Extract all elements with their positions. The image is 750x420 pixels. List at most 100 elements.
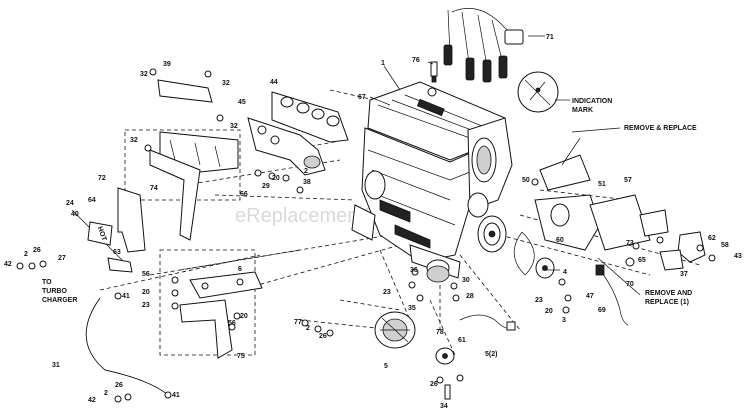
callout-28: 28 [466,293,474,300]
callout-23c: 23 [535,297,543,304]
callout-78: 78 [436,329,444,336]
callout-32b: 32 [222,80,230,87]
callout-70: 70 [626,281,634,288]
callout-20a: 20 [272,175,280,182]
exhaust-manifold [247,91,349,176]
callout-43: 43 [734,253,742,260]
callout-32c: 32 [230,123,238,130]
timing-brackets [534,154,669,251]
callout-66: 66 [240,191,248,198]
callout-23b: 23 [383,289,391,296]
callout-5a: 5 [384,363,388,370]
callout-60: 60 [556,237,564,244]
callout-72: 72 [98,175,106,182]
callout-31: 31 [52,362,60,369]
callout-2a: 2 [304,168,308,175]
drive-belt [513,231,535,276]
thermostat-housing [659,231,706,271]
turbo-label-3: CHARGER [42,297,77,304]
heat-shields [149,79,239,241]
indication-mark-detail [517,71,570,113]
fasteners [16,68,716,403]
callout-57: 57 [624,177,632,184]
callout-35: 35 [408,305,416,312]
remove-replace-label: REMOVE & REPLACE [624,125,697,132]
idler-pulley [435,347,455,365]
callout-32a: 32 [140,71,148,78]
ignition-wire-set [443,8,524,83]
callout-61: 61 [458,337,466,344]
callout-26b: 26 [319,333,327,340]
spark-plug [430,61,438,83]
callout-3: 3 [562,317,566,324]
callout-42a: 42 [4,261,12,268]
callout-20c: 20 [240,313,248,320]
callout-29: 29 [262,183,270,190]
remove-replace-1-label-b: REPLACE (1) [645,299,689,306]
idler-bracket [535,257,555,279]
callout-20d: 20 [545,308,553,315]
callout-44: 44 [270,79,278,86]
callout-63: 63 [113,249,121,256]
oxygen-sensor [595,257,635,326]
callout-27: 27 [58,255,66,262]
callout-26c: 26 [115,382,123,389]
callout-64: 64 [88,197,96,204]
callout-69: 69 [598,307,606,314]
callout-40: 40 [71,211,79,218]
turbo-oil-line [85,297,169,396]
callout-41b: 41 [172,392,180,399]
callout-65: 65 [638,257,646,264]
callout-47: 47 [586,293,594,300]
callout-30: 30 [462,277,470,284]
callout-50: 50 [522,177,530,184]
callout-26a: 26 [33,247,41,254]
callout-76: 76 [412,57,420,64]
callout-23a: 23 [142,302,150,309]
callout-numbers: 1 76 71 67 39 32 32 32 32 44 45 2 74 66 … [4,34,742,410]
callout-39: 39 [163,61,171,68]
callout-36: 36 [410,267,418,274]
callout-75: 75 [237,353,245,360]
callout-5b: 5(2) [485,351,497,358]
sensor-harness [459,314,516,331]
indication-mark-label-2: MARK [572,107,593,114]
callout-56b: 56 [228,320,236,327]
remove-replace-1-label-a: REMOVE AND [645,290,692,297]
callout-34: 34 [440,403,448,410]
callout-2c: 2 [306,325,310,332]
leader-lines [369,35,641,296]
callout-4: 4 [563,269,567,276]
callout-74: 74 [150,185,158,192]
callout-38: 38 [303,179,311,186]
alternator [374,311,416,349]
callout-42b: 42 [88,397,96,404]
callout-24: 24 [66,200,74,207]
callout-45: 45 [238,99,246,106]
callout-26d: 26 [430,381,438,388]
callout-71: 71 [546,34,554,41]
callout-67: 67 [358,94,366,101]
callout-6: 6 [238,266,242,273]
callout-1: 1 [381,60,385,67]
callout-51: 51 [598,181,606,188]
turbo-label-2: TURBO [42,288,67,295]
indication-mark-label-1: INDICATION [572,98,612,105]
callout-77: 77 [294,319,302,326]
callout-62: 62 [708,235,716,242]
callout-41a: 41 [122,293,130,300]
svg-text:HOT: HOT [96,226,108,243]
annotations: INDICATION MARK REMOVE & REPLACE REMOVE … [42,98,697,306]
callout-58: 58 [721,242,729,249]
dipstick-bracket: HOT [71,187,146,273]
callout-32d: 32 [130,137,138,144]
callout-56a: 56 [142,271,150,278]
turbo-label-1: TO [42,279,52,286]
engine-mount-brackets [179,271,263,359]
callout-37: 37 [680,271,688,278]
engine-block [351,81,513,283]
callout-2b: 2 [24,251,28,258]
callout-20b: 20 [142,289,150,296]
callout-73: 73 [626,240,634,247]
